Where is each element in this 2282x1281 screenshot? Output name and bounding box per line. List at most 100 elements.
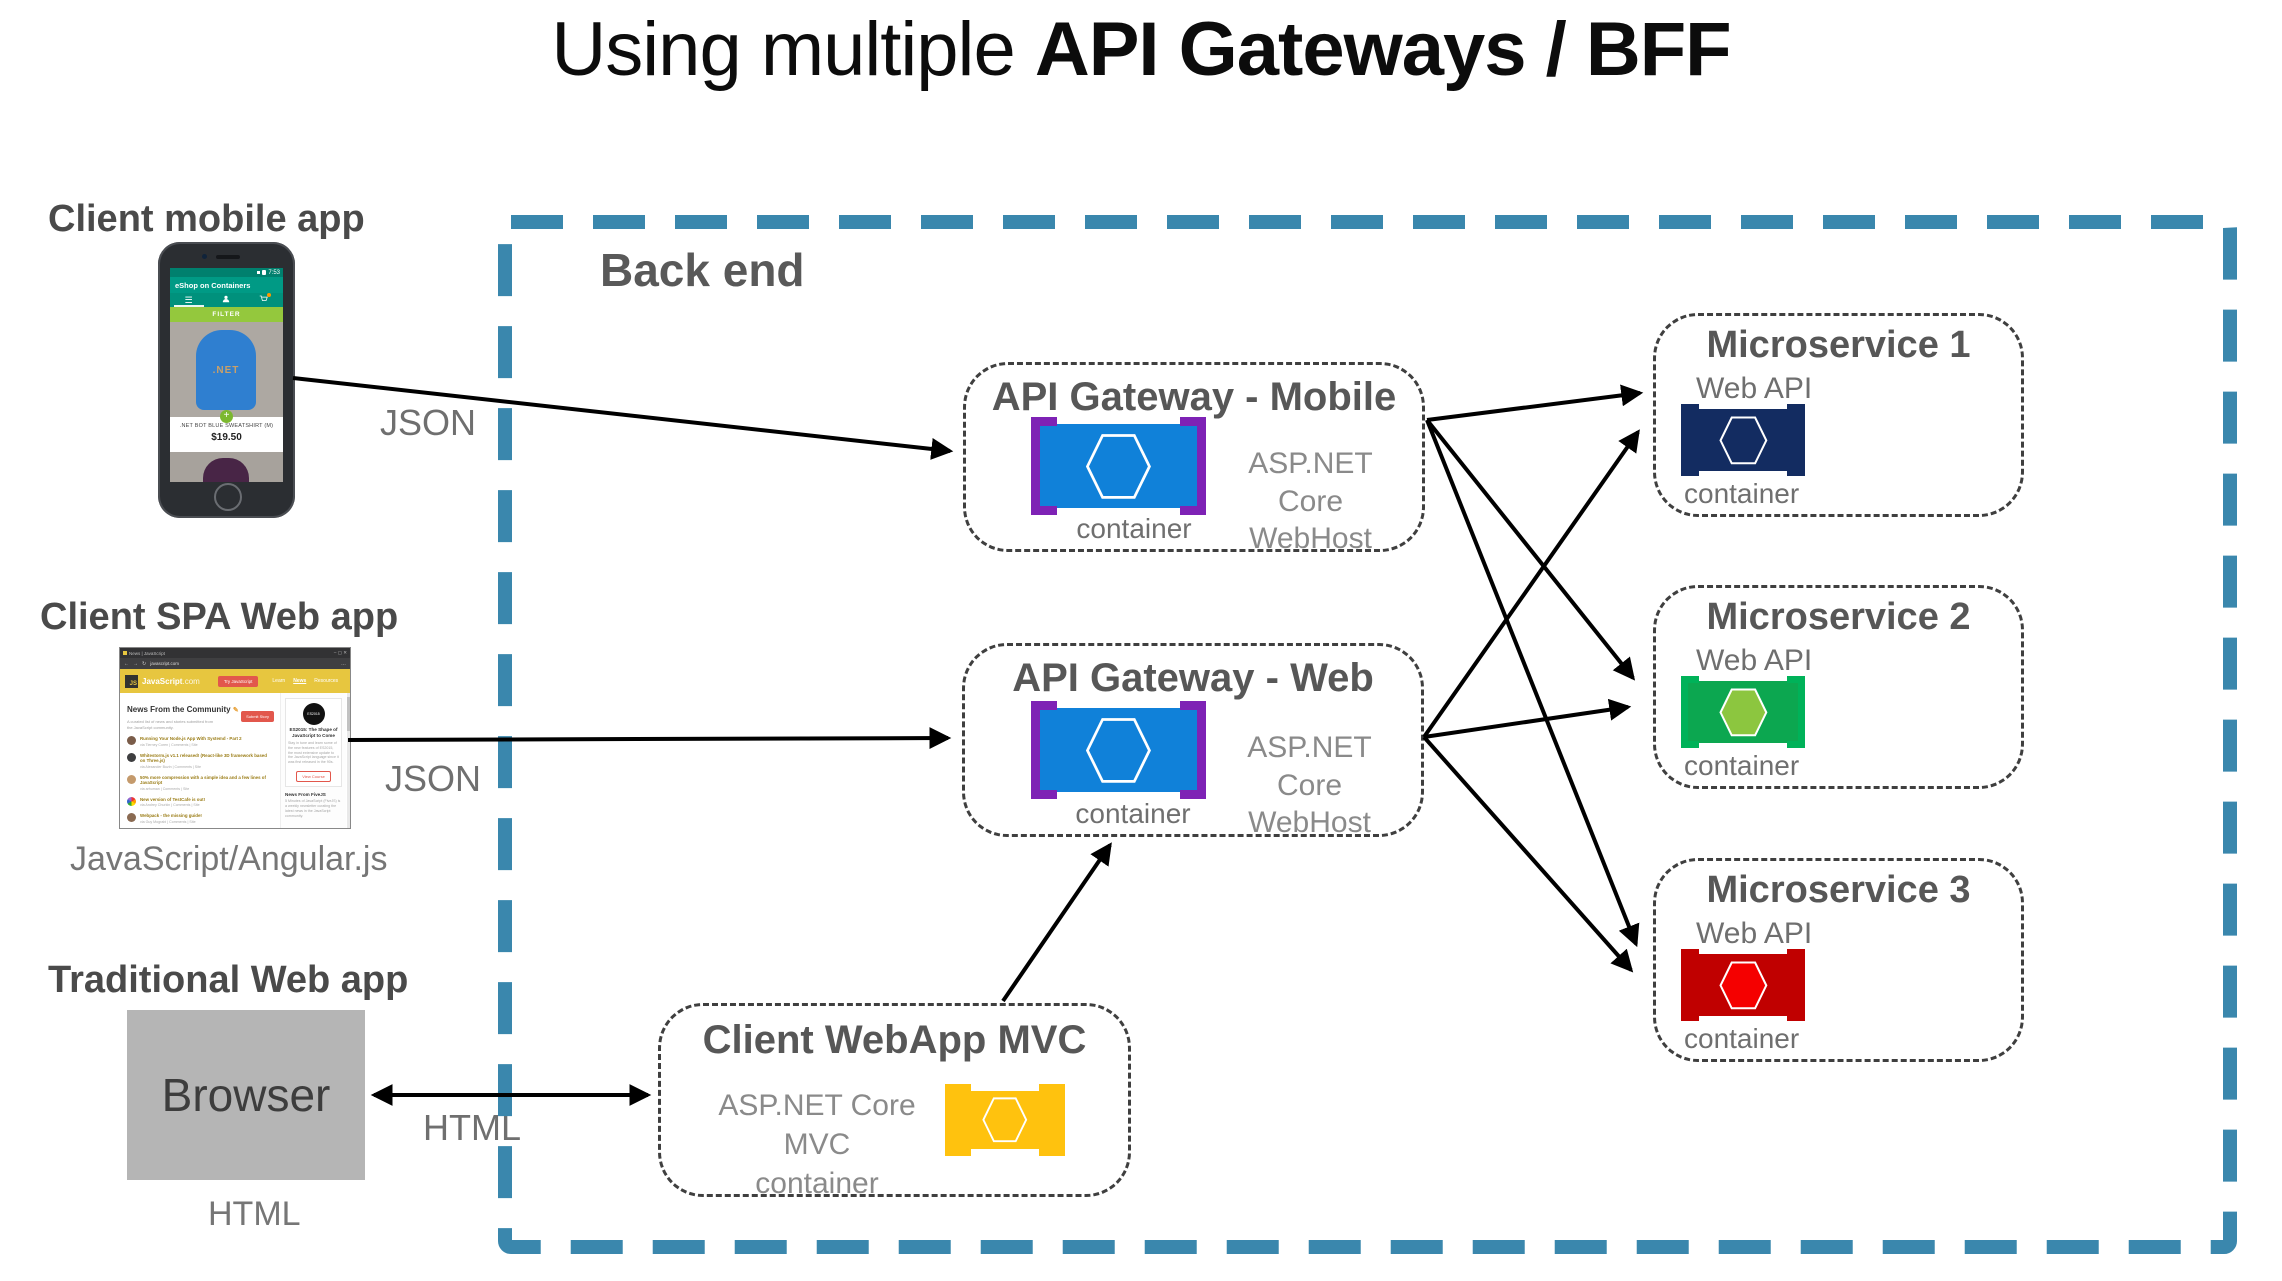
hexagon-icon <box>982 1097 1028 1143</box>
microservice-2-box: Microservice 2 Web API container <box>1653 585 2024 789</box>
browser-toolbar: ← → ↻ javascript.com … <box>120 658 350 669</box>
arrow-gateway-web-to-ms3 <box>1422 735 1634 973</box>
phone-status-bar: 7:53 <box>170 268 283 277</box>
product-photo: .NET + <box>170 322 283 423</box>
view-course-button: View Course <box>296 771 331 783</box>
news-column: News From the Community ✎ A curated list… <box>120 693 280 828</box>
container-label: container <box>1684 1023 1800 1054</box>
site-header: JS JavaScript.com Try JavaScript Learn N… <box>120 669 350 693</box>
page-title-regular: Using multiple <box>551 7 1035 92</box>
forward-icon: → <box>133 660 138 667</box>
course-title: ES2015: The Shape of JavaScript to Come <box>289 727 338 738</box>
site-body: News From the Community ✎ A curated list… <box>120 693 350 828</box>
favicon <box>123 651 127 655</box>
status-time: 7:53 <box>268 269 280 276</box>
avatar <box>127 796 136 806</box>
docker-container-icon <box>1031 701 1206 799</box>
microservice-3-box: Microservice 3 Web API container <box>1653 858 2024 1062</box>
news-item-meta: via Guy Mograbi | Comments | Site <box>140 819 196 824</box>
gateway-web-title: API Gateway - Web <box>1012 656 1374 700</box>
page-title-bold: API Gateways / BFF <box>1034 7 1732 92</box>
spa-browser-screenshot: News | JavaScript – ▢ ✕ ← → ↻ javascript… <box>120 648 350 828</box>
news-item: Webpack - the missing guide! via Guy Mog… <box>127 813 276 824</box>
html-label: HTML <box>423 1107 521 1148</box>
course-card: ES2015 ES2015: The Shape of JavaScript t… <box>285 698 342 788</box>
news-item-meta: via arhuman | Comments | Site <box>140 786 190 791</box>
fivejs-heading: News From FiveJS <box>285 792 326 798</box>
subtitle-line1: ASP.NET Core MVC <box>718 1089 916 1161</box>
bracket-left <box>1681 676 1699 748</box>
news-item-title: 50% more compression with a simple idea … <box>140 774 266 786</box>
bracket-right <box>1039 1084 1065 1156</box>
news-item: New version of TestCafe is out! via Andr… <box>127 796 276 808</box>
refresh-icon: ↻ <box>142 660 147 667</box>
subtitle-line1: ASP.NET Core <box>1247 731 1372 802</box>
bracket-left <box>1031 701 1057 799</box>
page-title: Using multiple API Gateways / BFF <box>0 6 2282 93</box>
signal-icon <box>257 271 261 274</box>
more-icon: … <box>341 660 346 667</box>
site-logo-text: JavaScript.com <box>142 677 200 686</box>
hexagon-icon <box>1085 433 1152 499</box>
news-item-title: Whitestorm.js v1.1 released! (React-like… <box>140 752 267 764</box>
nav-news: News <box>293 678 307 684</box>
hexagon-icon <box>1718 688 1767 736</box>
docker-container-icon <box>1681 676 1805 748</box>
docker-container-icon <box>1031 417 1206 515</box>
gateway-mobile-subtitle: ASP.NET Core WebHost <box>1218 445 1403 558</box>
news-item-meta: via Tierney Coren | Comments | Site <box>140 742 198 747</box>
scrollbar-thumb <box>347 697 350 731</box>
spa-caption: JavaScript/Angular.js <box>70 840 388 878</box>
container-label: container <box>1684 478 1800 509</box>
filter-label: FILTER <box>212 311 241 318</box>
mvc-subtitle: ASP.NET Core MVC container <box>683 1086 951 1203</box>
hexagon-icon <box>1718 961 1767 1009</box>
news-item-title: Webpack - the missing guide! <box>140 813 202 819</box>
subtitle-line2: container <box>755 1167 879 1200</box>
active-tab-underline <box>174 305 204 307</box>
phone-tab-bar: ☰ <box>170 293 283 307</box>
js-logo: JS <box>125 674 138 688</box>
fivejs-text: 5 Minutes of JavaScript (FiveJS) is a we… <box>285 799 341 818</box>
product-name: .NET BOT BLUE SWEATSHIRT (M) <box>179 423 274 429</box>
hexagon-icon <box>1718 416 1767 464</box>
hamburger-icon: ☰ <box>184 294 193 305</box>
bracket-right <box>1787 676 1805 748</box>
container-label: container <box>1075 798 1191 829</box>
hexagon-icon <box>1085 717 1152 783</box>
browser-tab: News | JavaScript <box>123 651 165 656</box>
site-logo-light: .com <box>182 676 200 686</box>
api-gateway-mobile-box: API Gateway - Mobile container ASP.NET C… <box>963 362 1425 555</box>
submit-story-button: Submit Story <box>241 711 274 722</box>
browser-title-bar: News | JavaScript – ▢ ✕ <box>120 648 350 658</box>
phone-app-header: eShop on Containers <box>170 277 283 293</box>
mobile-phone-illustration: 7:53 eShop on Containers ☰ FILTER <box>158 242 295 518</box>
news-item: Whitestorm.js v1.1 released! (React-like… <box>127 752 276 769</box>
client-webapp-mvc-box: Client WebApp MVC ASP.NET Core MVC conta… <box>658 1003 1131 1200</box>
docker-container-icon <box>1681 949 1805 1021</box>
microservice-1-title: Microservice 1 <box>1706 324 1971 366</box>
bracket-left <box>1031 417 1057 515</box>
second-product-photo <box>170 452 283 482</box>
news-heading: News From the Community ✎ <box>127 705 239 714</box>
news-item-meta: via Andrey Churkin | Comments | Site <box>140 803 200 808</box>
nav-resources: Resources <box>314 678 339 684</box>
maximize-icon: ▢ <box>337 650 342 655</box>
browser-box: Browser <box>127 1010 365 1180</box>
purple-hoodie-image <box>203 458 249 482</box>
blue-hoodie-image: .NET <box>196 330 256 410</box>
news-subtext: A curated list of news and stories submi… <box>127 719 214 730</box>
news-item-title: Running Your Node.js App With Systemd - … <box>140 736 242 742</box>
bracket-right <box>1787 949 1805 1021</box>
subtitle-line2: WebHost <box>1249 522 1372 555</box>
phone-speaker <box>216 255 240 259</box>
bracket-right <box>1180 417 1206 515</box>
bracket-left <box>945 1084 971 1156</box>
product-price: $19.50 <box>211 432 242 443</box>
browser-box-label: Browser <box>161 1069 331 1121</box>
news-item-meta: via Alexander Buzin | Comments | Site <box>140 764 201 769</box>
subtitle-line2: WebHost <box>1248 806 1371 839</box>
back-icon: ← <box>124 660 129 667</box>
site-nav: Learn News Resources <box>272 678 338 684</box>
